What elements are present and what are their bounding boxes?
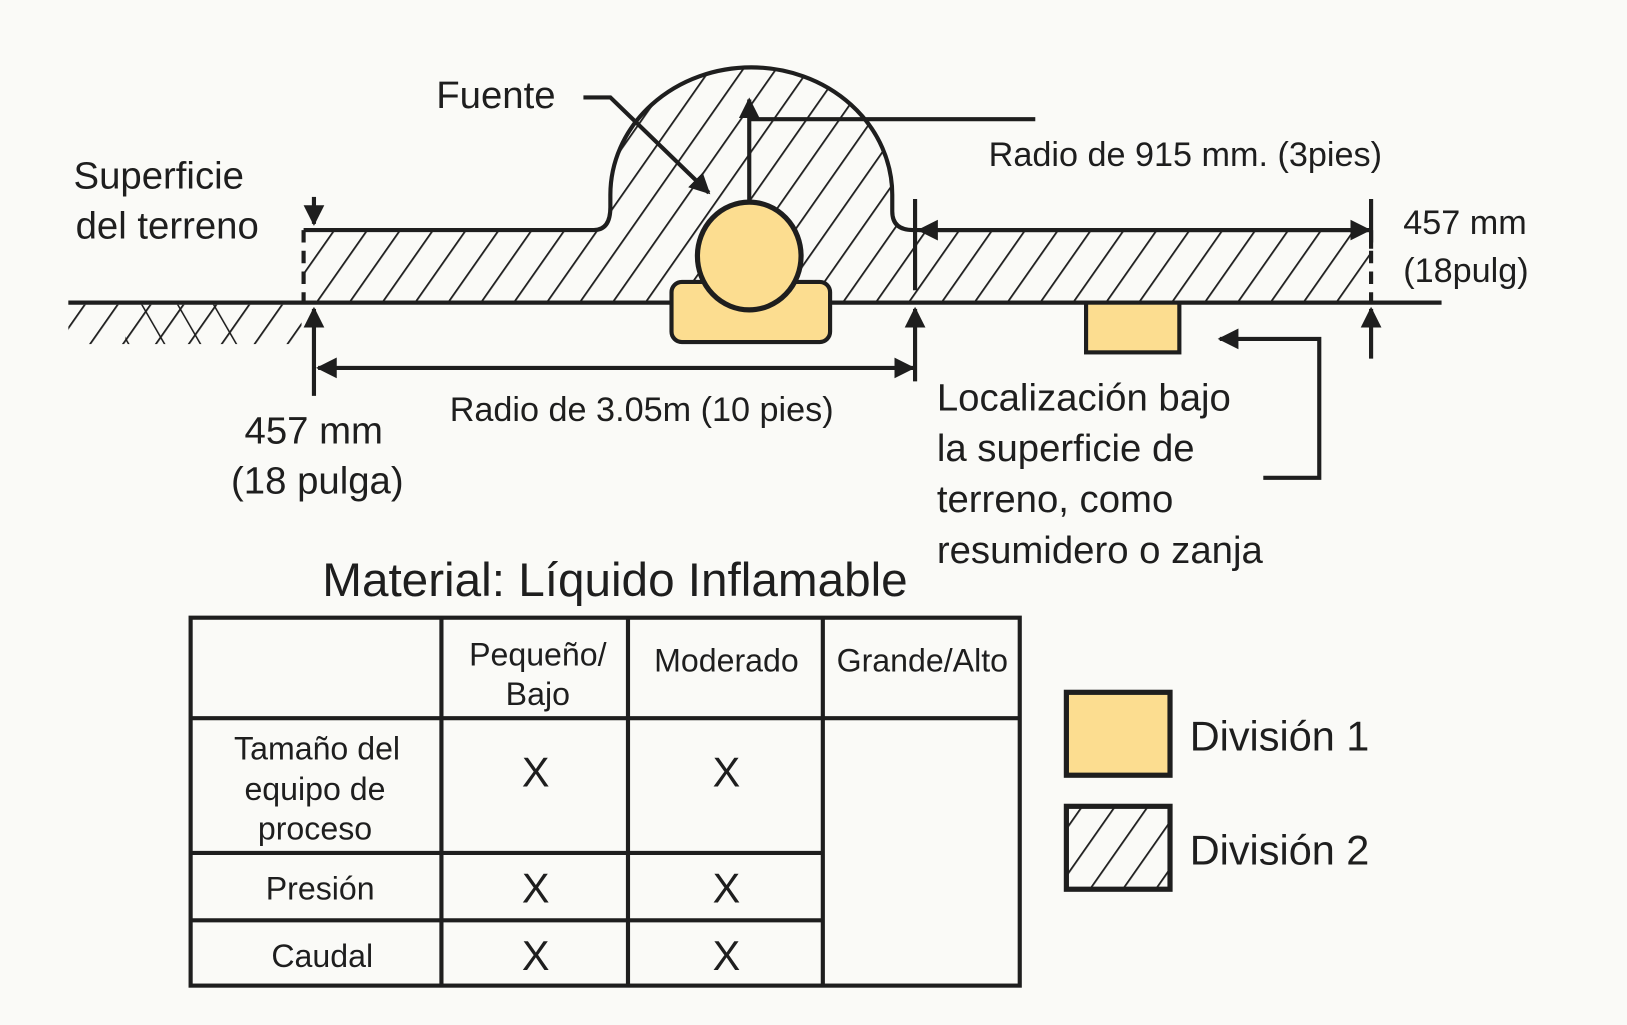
header-small: Pequeño/ — [469, 636, 607, 672]
cell-mark: X — [522, 932, 550, 979]
legend: División 1 División 2 — [1063, 689, 1370, 892]
row-label: Tamaño del — [234, 731, 400, 767]
row-label: equipo de — [244, 771, 385, 807]
below-grade-label: resumidero o zanja — [937, 529, 1264, 572]
source-vessel — [694, 199, 804, 313]
header-moderate: Moderado — [654, 643, 799, 679]
legend-swatch-division-2 — [1063, 803, 1173, 892]
height-left-label: (18 pulga) — [231, 459, 404, 502]
surface-label: del terreno — [76, 204, 259, 247]
cell-mark: X — [522, 749, 550, 796]
legend-label: División 2 — [1190, 826, 1370, 873]
cell-mark: X — [713, 749, 741, 796]
natural-ground-hatch — [68, 304, 302, 345]
below-grade-label: terreno, como — [937, 478, 1173, 521]
row-label: Caudal — [271, 938, 373, 974]
height-right-label: (18pulg) — [1403, 252, 1528, 290]
below-grade-label: la superficie de — [937, 427, 1195, 470]
criteria-table: Pequeño/ Bajo Moderado Grande/Alto Tamañ… — [188, 615, 1022, 988]
trench-leader-arrow — [1217, 328, 1322, 480]
table-title: Material: Líquido Inflamable — [322, 554, 907, 607]
row-label: proceso — [258, 810, 372, 846]
source-label: Fuente — [436, 74, 555, 117]
below-grade-label: Localización bajo — [937, 376, 1231, 419]
cell-mark: X — [522, 865, 550, 912]
header-small: Bajo — [506, 676, 570, 712]
cell-mark: X — [713, 865, 741, 912]
legend-swatch-division-1 — [1063, 689, 1173, 778]
header-large: Grande/Alto — [837, 643, 1008, 679]
radius-305-label: Radio de 3.05m (10 pies) — [450, 391, 834, 429]
height-right-label: 457 mm — [1403, 204, 1527, 242]
row-label: Presión — [266, 871, 375, 907]
height-left-label: 457 mm — [245, 410, 383, 453]
source-leader-arrow — [583, 95, 711, 195]
radius-915-label: Radio de 915 mm. (3pies) — [989, 136, 1382, 174]
below-grade-trench — [1084, 300, 1182, 355]
cell-mark: X — [713, 932, 741, 979]
legend-label: División 1 — [1190, 712, 1370, 759]
surface-label: Superficie — [74, 155, 244, 198]
